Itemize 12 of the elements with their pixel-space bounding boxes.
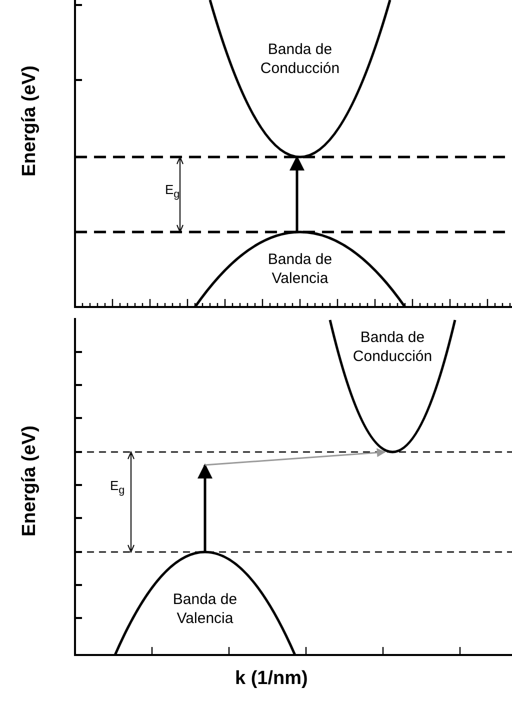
- axis-title: Energía (eV): [19, 64, 41, 178]
- axis-title: Energía (eV): [19, 424, 41, 538]
- band-label: Banda de Conducción: [352, 328, 434, 366]
- band-label: Banda de Valencia: [266, 250, 334, 288]
- band-label: Banda de Conducción: [259, 40, 341, 78]
- arrow: [204, 448, 386, 466]
- arrow: [198, 464, 212, 552]
- gap-label: E$_{g}$: [110, 478, 125, 497]
- arrow: [290, 156, 304, 232]
- gap-label: E$_{g}$: [165, 182, 180, 201]
- band-label: Banda de Valencia: [172, 590, 238, 628]
- axis-title: k (1/nm): [235, 668, 308, 690]
